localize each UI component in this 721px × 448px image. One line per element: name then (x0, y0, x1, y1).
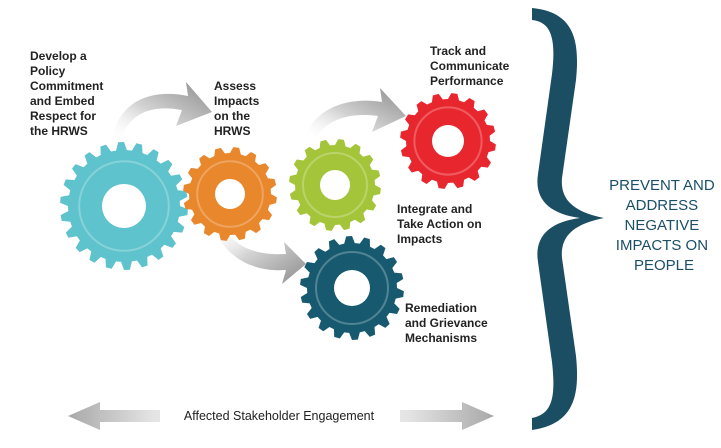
gear-hole (432, 125, 464, 157)
gear-ring (302, 152, 368, 218)
brace-label-line: PREVENT AND (609, 177, 715, 194)
step-label-line: Communicate (430, 59, 510, 73)
arrow-gear1-to-gear2 (112, 82, 212, 142)
gear-ring (413, 106, 483, 176)
step-label-line: the HRWS (30, 124, 88, 138)
step-label-line: Take Action on (397, 217, 482, 231)
brace-label: PREVENT AND ADDRESS NEGATIVE IMPACTS ON … (609, 177, 719, 274)
gear-3 (289, 139, 381, 231)
step-label-line: Develop a (30, 49, 87, 63)
gear-hole (102, 184, 146, 228)
gear-hole (334, 270, 370, 306)
step-label-line: Assess (214, 79, 256, 93)
step-label-line: Impacts (397, 232, 443, 246)
gear-1 (60, 142, 188, 270)
arrow-gear2-to-gear5 (214, 222, 306, 284)
step-label-line: HRWS (214, 124, 250, 138)
step-label-line: Policy (30, 64, 66, 78)
gear-hole (215, 179, 245, 209)
gear-ring (78, 160, 170, 252)
stakeholder-engagement-label: Affected Stakeholder Engagement (184, 409, 375, 423)
step-label-line: Integrate and (397, 202, 472, 216)
gear-2 (183, 147, 277, 241)
gear-hole (320, 170, 350, 200)
step-label-line: and Embed (30, 94, 95, 108)
arrow-gear3-to-gear4 (306, 88, 406, 140)
step-label-line: and Grievance (405, 316, 488, 330)
step-label-line: on the (214, 109, 250, 123)
gear-ring (196, 160, 264, 228)
step-label-line: Commitment (30, 79, 103, 93)
step-label-line: Remediation (405, 301, 477, 315)
brace-label-line: ADDRESS (626, 197, 699, 214)
step-label-line: Respect for (30, 109, 96, 123)
step-label-line: Mechanisms (405, 331, 477, 345)
step-label-line: Track and (430, 44, 486, 58)
brace-label-line: PEOPLE (634, 257, 694, 274)
step-label-line: Impacts (214, 94, 260, 108)
gear-5 (300, 236, 404, 340)
brace-label-line: NEGATIVE (625, 217, 700, 234)
brace-label-line: IMPACTS ON (616, 237, 708, 254)
gear-ring (315, 251, 389, 325)
step-label-line: Performance (430, 74, 504, 88)
gear-4 (400, 93, 496, 189)
curly-brace (532, 8, 604, 430)
